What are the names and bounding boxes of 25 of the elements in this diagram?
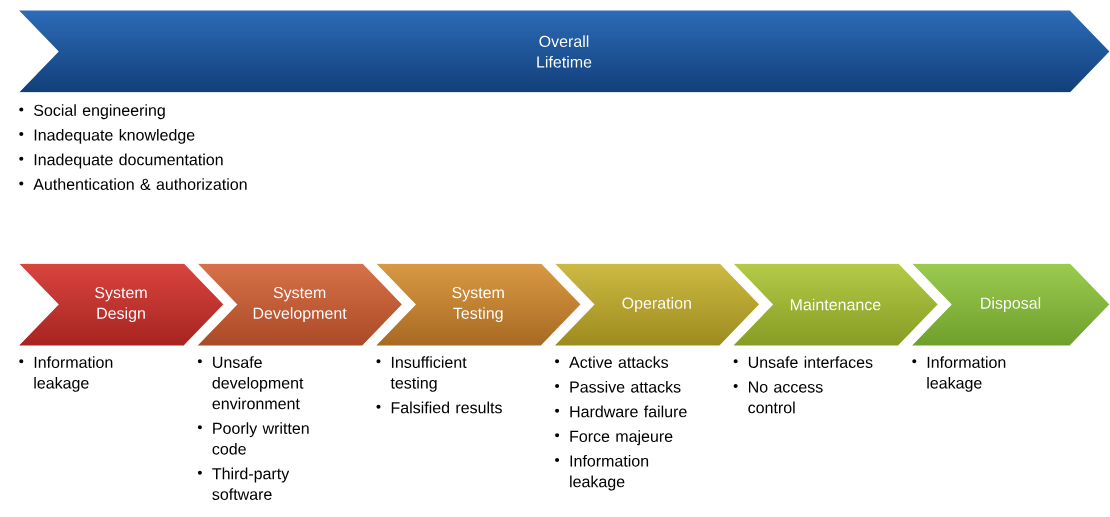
bullet-item: Information leakage	[19, 356, 113, 392]
bullet-item: Inadequate documentation	[19, 153, 223, 169]
bullet-item: Force majeure	[555, 430, 673, 446]
bullet-item: Authentication & authorization	[19, 178, 247, 190]
chevron-step: System Development	[195, 262, 404, 347]
chevron-step: Disposal	[909, 262, 1110, 347]
bullet-item: Unsafe interfaces	[733, 356, 873, 368]
chevron-step: System Testing	[373, 262, 582, 347]
bullet-item: Insufficient testing	[376, 356, 467, 392]
chevron-step: Operation	[552, 262, 761, 347]
bullet-item: Passive attacks	[555, 380, 681, 393]
bullet-item: Inadequate knowledge	[19, 128, 195, 144]
bullet-item: Unsafe development environment	[197, 356, 304, 410]
chevron-step: System Design	[16, 262, 225, 347]
chevron-step: Maintenance	[731, 262, 940, 347]
bullet-item: Hardware failure	[555, 405, 687, 418]
bullet-item: Active attacks	[555, 356, 669, 368]
bullet-item: Falsified results	[376, 401, 502, 414]
bullet-item: Information leakage	[555, 454, 649, 491]
bullet-item: Social engineering	[19, 104, 165, 120]
bullet-item: Information leakage	[912, 356, 1006, 392]
bullet-item: Poorly written code	[197, 422, 309, 455]
arrow-banner: Overall Lifetime	[16, 9, 1110, 94]
bullet-item: Third-party software	[197, 467, 290, 500]
bullet-item: No access control	[733, 381, 823, 414]
